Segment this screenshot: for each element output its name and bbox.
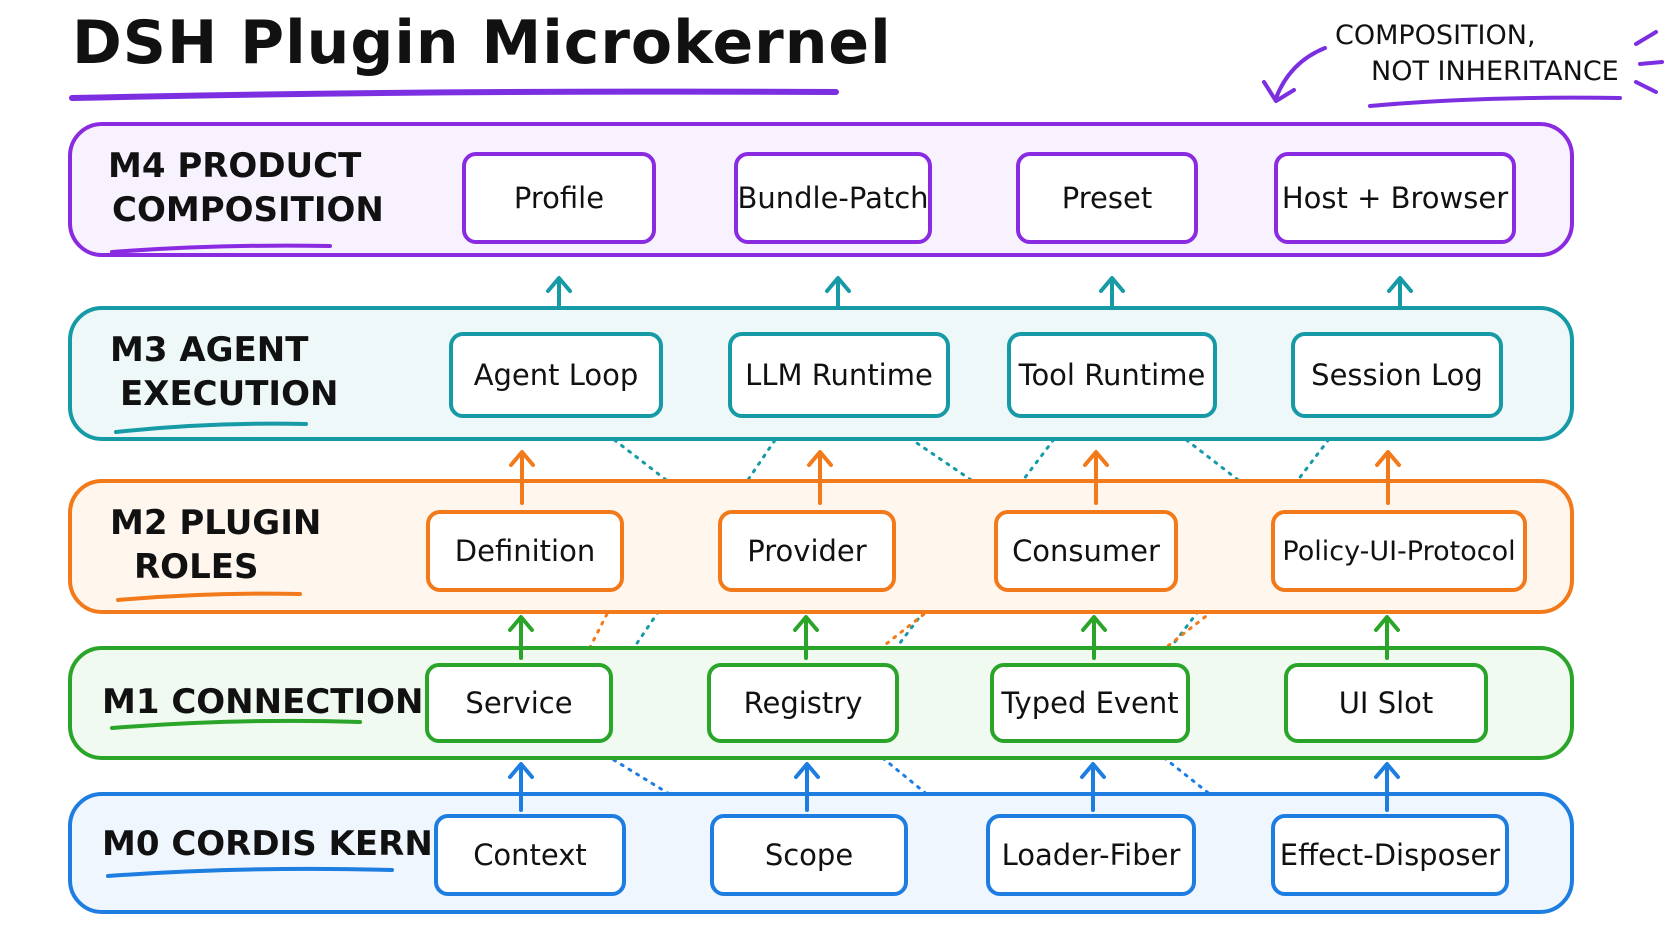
layer-m3-label-line-1: M3 Agent — [110, 330, 309, 370]
box-session-log: Session Log — [1291, 332, 1503, 418]
layer-arrowhead-4 — [1387, 276, 1413, 293]
layer-arrowhead-2 — [825, 276, 851, 293]
box-tool-runtime: Tool Runtime — [1007, 332, 1217, 418]
layer-m2-label-line-1: M2 Plugin — [110, 503, 322, 543]
layer-arrowhead-3 — [1099, 276, 1125, 293]
box-definition: Definition — [426, 510, 624, 592]
composition-note: Composition, not inheritance — [1335, 18, 1619, 90]
layer-m4-label: M4 Product Composition — [108, 144, 384, 232]
layer-m0-label-underline — [106, 866, 394, 878]
layer-arrowhead-1 — [546, 276, 572, 293]
layer-arrowhead-5 — [509, 450, 535, 467]
layer-m3-label-line-2: Execution — [120, 374, 339, 414]
layer-arrowhead-15 — [1080, 762, 1106, 779]
layer-m0-label: M0 Cordis Kernel — [102, 822, 478, 866]
box-host-browser: Host + Browser — [1274, 152, 1516, 244]
note-line-1: Composition, — [1335, 20, 1536, 51]
layer-arrowhead-14 — [794, 762, 820, 779]
layer-arrowhead-16 — [1374, 762, 1400, 779]
box-agent-loop: Agent Loop — [449, 332, 663, 418]
layer-arrowhead-10 — [793, 615, 819, 632]
note-underline — [1368, 95, 1622, 108]
layer-arrowhead-6 — [807, 450, 833, 467]
note-accent-mark-3 — [1634, 80, 1658, 94]
layer-m3-label-underline — [114, 421, 308, 434]
layer-m4-label-line-2: Composition — [112, 190, 384, 230]
box-scope: Scope — [710, 814, 908, 896]
layer-arrowhead-7 — [1083, 450, 1109, 467]
box-llm-runtime: LLM Runtime — [728, 332, 950, 418]
box-loader-fiber: Loader-Fiber — [986, 814, 1196, 896]
box-bundle-patch: Bundle-Patch — [734, 152, 932, 244]
layer-arrowhead-12 — [1374, 615, 1400, 632]
page-title: DSH Plugin Microkernel — [72, 8, 892, 78]
box-ui-slot: UI Slot — [1284, 663, 1488, 743]
layer-m1-label-underline — [110, 718, 362, 730]
box-registry: Registry — [707, 663, 899, 743]
layer-m2-label-underline — [116, 591, 302, 602]
layer-m1-label-line-1: M1 Connections — [102, 682, 448, 722]
box-preset: Preset — [1016, 152, 1198, 244]
note-arrowhead — [1262, 80, 1296, 103]
layer-m2-label-line-2: Roles — [134, 547, 259, 587]
box-policy-ui-protocol: Policy-UI-Protocol — [1271, 510, 1527, 592]
layer-arrowhead-9 — [508, 615, 534, 632]
layer-m2-label: M2 Plugin Roles — [110, 501, 321, 589]
box-consumer: Consumer — [994, 510, 1178, 592]
box-profile: Profile — [462, 152, 656, 244]
note-accent-mark-1 — [1634, 30, 1658, 46]
box-context: Context — [434, 814, 626, 896]
note-line-2: not inheritance — [1371, 56, 1619, 87]
layer-m3-label: M3 Agent Execution — [110, 328, 338, 416]
layer-arrowhead-8 — [1375, 450, 1401, 467]
layer-m4-label-underline — [110, 243, 332, 254]
layer-arrowhead-13 — [508, 762, 534, 779]
box-service: Service — [425, 663, 613, 743]
title-underline — [69, 88, 839, 101]
box-effect-disposer: Effect-Disposer — [1271, 814, 1509, 896]
layer-arrowhead-11 — [1081, 615, 1107, 632]
layer-m4-label-line-1: M4 Product — [108, 146, 362, 186]
note-arrow — [1274, 46, 1327, 100]
box-provider: Provider — [718, 510, 896, 592]
dotted-link-2 — [610, 416, 792, 682]
box-typed-event: Typed Event — [990, 663, 1190, 743]
layer-m1-label: M1 Connections — [102, 680, 448, 724]
note-accent-mark-2 — [1638, 60, 1664, 66]
layer-m0-label-line-1: M0 Cordis Kernel — [102, 824, 478, 864]
